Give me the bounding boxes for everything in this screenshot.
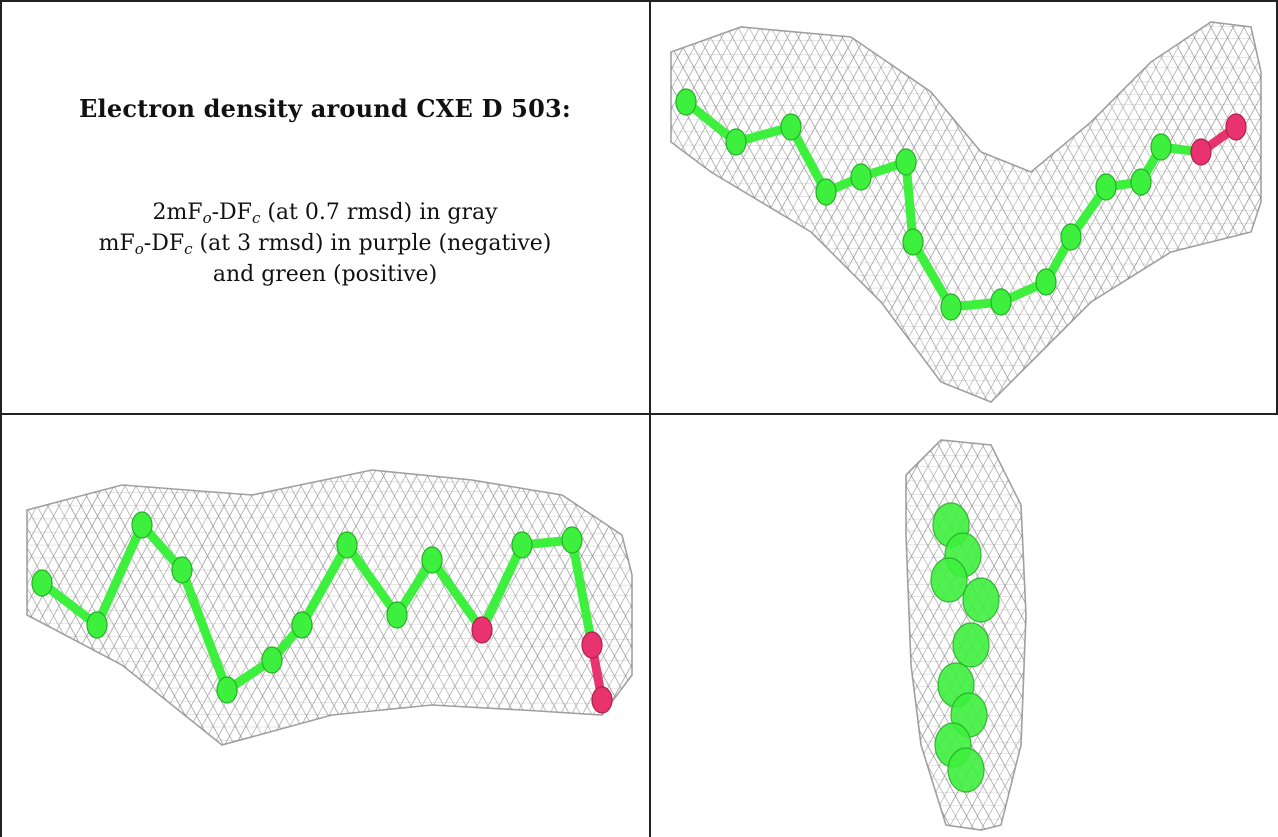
carbon-atom xyxy=(930,557,968,603)
legend-subscript: c xyxy=(251,209,261,227)
carbon-atom xyxy=(1095,173,1117,201)
legend-text: -DF xyxy=(211,200,252,225)
carbon-atom xyxy=(261,646,283,674)
oxygen-atom xyxy=(471,616,493,644)
legend-text: (at 0.7 rmsd) in gray xyxy=(260,200,498,225)
density-mesh-v-shape xyxy=(670,21,1262,403)
carbon-atom xyxy=(952,622,990,668)
carbon-atom xyxy=(725,128,747,156)
carbon-atom xyxy=(895,148,917,176)
table-border-left xyxy=(0,0,2,837)
carbon-atom xyxy=(940,293,962,321)
legend-subscript: o xyxy=(202,209,212,227)
table-border-center xyxy=(649,0,651,837)
legend-text: 2mF xyxy=(152,200,203,225)
carbon-atom xyxy=(31,569,53,597)
legend-subscript: c xyxy=(184,240,193,258)
carbon-atom xyxy=(336,531,358,559)
legend-line-colors: and green (positive) xyxy=(212,262,438,287)
carbon-atom xyxy=(947,747,985,793)
legend-line-fo-fc: mFo-DFc (at 3 rmsd) in purple (negative) xyxy=(99,228,552,259)
carbon-atom xyxy=(675,88,697,116)
oxygen-atom xyxy=(1225,113,1247,141)
carbon-atom xyxy=(511,531,533,559)
carbon-atom xyxy=(1060,223,1082,251)
carbon-atom xyxy=(815,178,837,206)
carbon-atom xyxy=(216,676,238,704)
carbon-atom xyxy=(86,611,108,639)
carbon-atom xyxy=(561,526,583,554)
carbon-atom xyxy=(780,113,802,141)
ligand-chain-view-1 xyxy=(675,88,1247,321)
caption-title: Electron density around CXE D 503: xyxy=(79,94,571,123)
legend-text: (at 3 rmsd) in purple (negative) xyxy=(192,231,552,256)
carbon-atom xyxy=(902,228,924,256)
carbon-atom xyxy=(1130,168,1152,196)
density-view-bottom-right xyxy=(651,415,1276,837)
carbon-atom xyxy=(1150,133,1172,161)
carbon-atom xyxy=(291,611,313,639)
legend-text: mF xyxy=(98,231,135,256)
table-border-middle xyxy=(0,413,1278,415)
table-border-top xyxy=(0,0,1278,2)
caption-cell: Electron density around CXE D 503: 2mFo-… xyxy=(2,2,648,412)
carbon-atom xyxy=(962,577,1000,623)
carbon-atom xyxy=(386,601,408,629)
ligand-chain-view-2 xyxy=(31,511,613,714)
carbon-atom xyxy=(990,288,1012,316)
table-border-right xyxy=(1276,0,1278,413)
oxygen-atom xyxy=(591,686,613,714)
density-view-top-right xyxy=(651,2,1276,413)
carbon-atom xyxy=(850,163,872,191)
caption-legend: 2mFo-DFc (at 0.7 rmsd) in gray mFo-DFc (… xyxy=(99,197,552,290)
carbon-atom xyxy=(1035,268,1057,296)
legend-subscript: o xyxy=(134,240,144,258)
density-view-bottom-left xyxy=(2,415,649,837)
carbon-atom xyxy=(131,511,153,539)
legend-line-2fo-fc: 2mFo-DFc (at 0.7 rmsd) in gray xyxy=(99,197,552,228)
oxygen-atom xyxy=(1190,138,1212,166)
carbon-atom xyxy=(421,546,443,574)
ligand-chain-view-3 xyxy=(930,502,1000,793)
carbon-atom xyxy=(171,556,193,584)
oxygen-atom xyxy=(581,631,603,659)
legend-text: -DF xyxy=(143,231,185,256)
